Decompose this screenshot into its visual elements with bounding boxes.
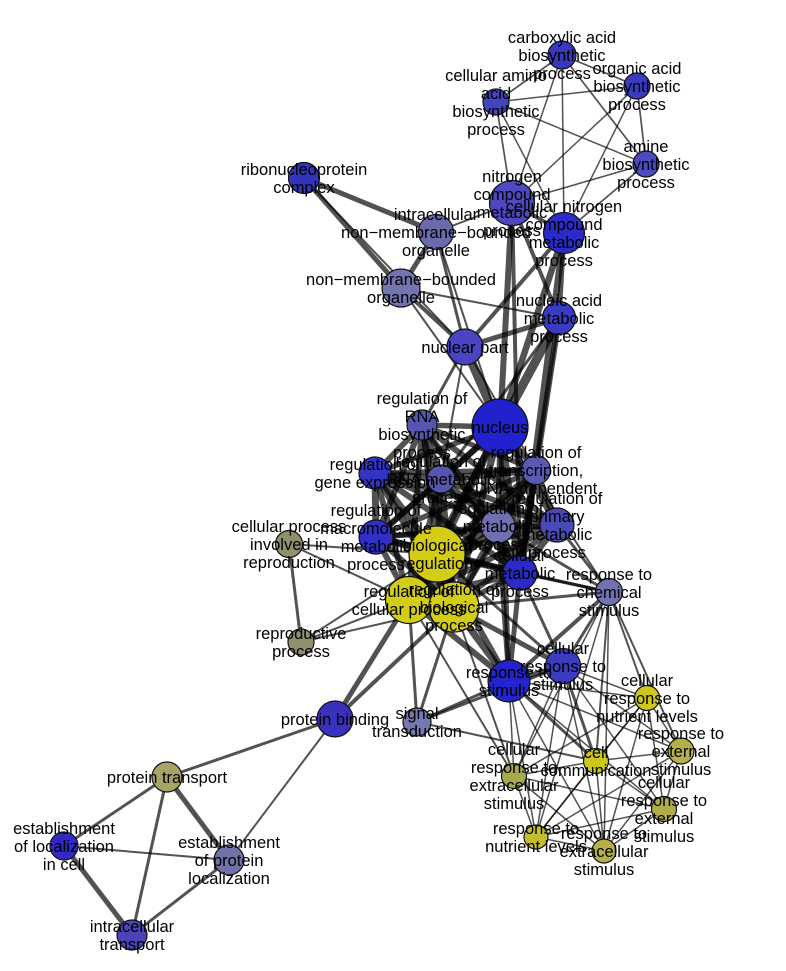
svg-text:nucleus: nucleus	[472, 419, 529, 437]
svg-text:protein binding: protein binding	[281, 711, 389, 729]
svg-text:protein transport: protein transport	[107, 769, 228, 787]
svg-text:nuclear part: nuclear part	[421, 339, 509, 357]
